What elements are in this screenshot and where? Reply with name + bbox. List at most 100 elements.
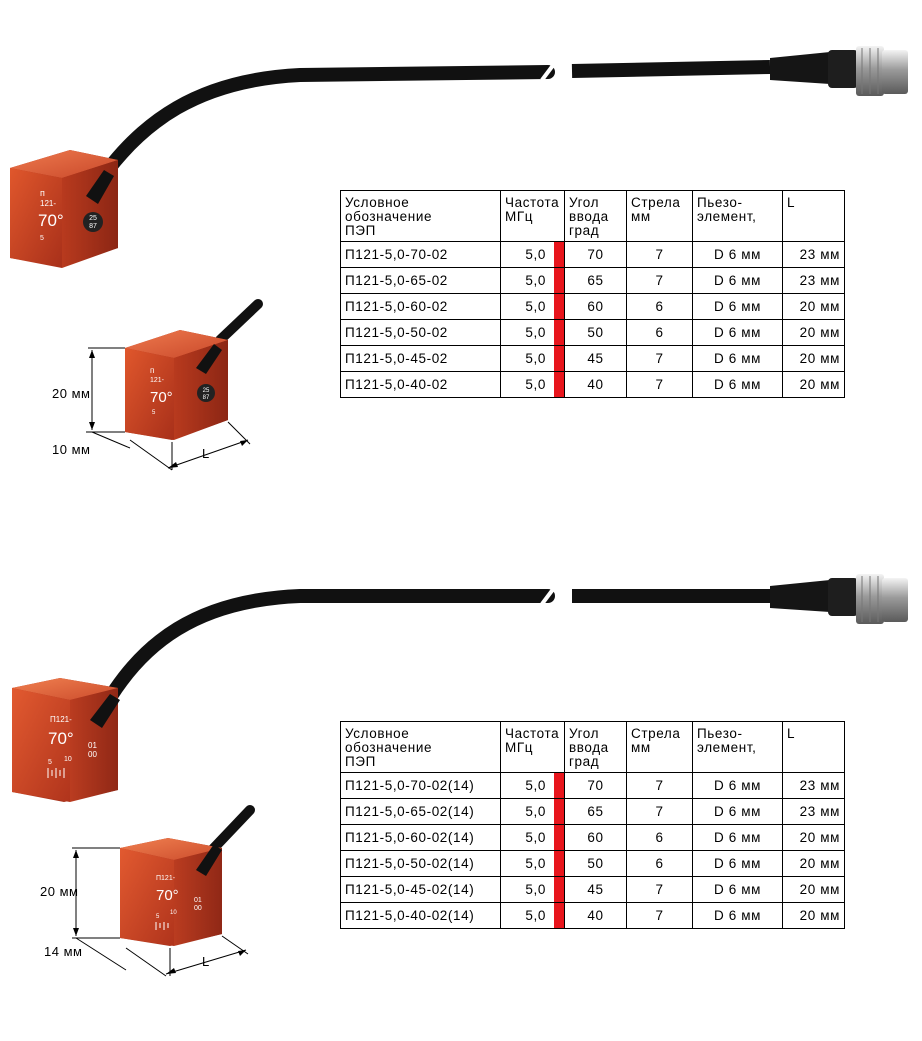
svg-text:25: 25 — [203, 388, 210, 394]
cell-piezo: D 6 мм — [692, 876, 783, 903]
cell-arrow: 6 — [626, 293, 693, 320]
red-marker — [554, 902, 565, 929]
svg-text:П121-: П121- — [156, 875, 176, 882]
cell-l: 23 мм — [782, 798, 845, 825]
cell-arrow: 6 — [626, 824, 693, 851]
svg-text:5: 5 — [156, 914, 160, 920]
cable — [207, 805, 255, 855]
dimension-arrows — [89, 350, 248, 468]
cable-break — [540, 62, 556, 82]
marking-angle: 70° — [48, 729, 74, 748]
marking-model: 121- — [40, 199, 56, 208]
cell-l: 20 мм — [782, 319, 845, 346]
svg-text:87: 87 — [203, 395, 210, 401]
cell-frequency: 5,0 — [500, 345, 554, 372]
probe-block-small: 25 87 п 121- 70° 5 — [125, 330, 228, 440]
cell-l: 20 мм — [782, 902, 845, 929]
cell-designation: П121-5,0-50-02 — [340, 319, 501, 346]
red-marker — [554, 824, 565, 851]
cell-l: 20 мм — [782, 824, 845, 851]
dimension-arrows — [73, 850, 246, 974]
cable — [88, 65, 555, 195]
cell-frequency: 5,0 — [500, 371, 554, 398]
cell-frequency: 5,0 — [500, 824, 554, 851]
red-marker — [554, 345, 565, 372]
probe-block-small: П121- 70° 01 00 5 10 — [120, 838, 222, 946]
cell-angle: 70 — [564, 241, 627, 268]
col-frequency: Частота МГц — [500, 721, 565, 773]
cell-l: 20 мм — [782, 345, 845, 372]
col-piezo: Пьезо- элемент, — [692, 721, 783, 773]
cell-frequency: 5,0 — [500, 319, 554, 346]
dim-height-label: 20 мм — [52, 386, 91, 401]
cell-arrow: 7 — [626, 345, 693, 372]
cell-designation: П121-5,0-50-02(14) — [340, 850, 501, 877]
red-marker — [554, 293, 565, 320]
spec-table-2: Условное обозначение ПЭП Частота МГц Уго… — [340, 721, 845, 929]
bnc-connector-icon — [770, 574, 908, 624]
bnc-connector-icon — [770, 46, 908, 96]
cable-break — [540, 586, 556, 606]
cell-piezo: D 6 мм — [692, 241, 783, 268]
cell-piezo: D 6 мм — [692, 345, 783, 372]
svg-text:10: 10 — [170, 910, 177, 916]
cell-angle: 45 — [564, 345, 627, 372]
cell-piezo: D 6 мм — [692, 850, 783, 877]
probe-illustration-2: П121- 70° 01 00 5 10 П121- 70° 01 00 5 — [12, 574, 908, 977]
cell-l: 23 мм — [782, 772, 845, 799]
cell-designation: П121-5,0-65-02(14) — [340, 798, 501, 825]
cell-piezo: D 6 мм — [692, 902, 783, 929]
cell-piezo: D 6 мм — [692, 772, 783, 799]
cell-l: 20 мм — [782, 876, 845, 903]
red-marker — [554, 319, 565, 346]
cell-frequency: 5,0 — [500, 267, 554, 294]
svg-text:01: 01 — [194, 897, 202, 904]
red-marker — [554, 772, 565, 799]
dim-width-label: 14 мм — [44, 944, 83, 959]
cell-arrow: 7 — [626, 772, 693, 799]
svg-text:5: 5 — [152, 410, 156, 416]
cell-piezo: D 6 мм — [692, 371, 783, 398]
badge-icon — [83, 212, 103, 232]
svg-text:01: 01 — [88, 741, 97, 750]
table-header-row: Условное обозначение ПЭП Частота МГц Уго… — [340, 190, 845, 242]
dim-height-label: 20 мм — [40, 884, 79, 899]
table-header-row: Условное обозначение ПЭП Частота МГц Уго… — [340, 721, 845, 773]
cell-frequency: 5,0 — [500, 876, 554, 903]
cell-piezo: D 6 мм — [692, 798, 783, 825]
col-angle: Угол ввода град — [564, 190, 627, 242]
cell-angle: 50 — [564, 850, 627, 877]
scale-label: 5 — [48, 759, 52, 766]
cell-piezo: D 6 мм — [692, 267, 783, 294]
cell-frequency: 5,0 — [500, 772, 554, 799]
cell-designation: П121-5,0-65-02 — [340, 267, 501, 294]
cell-angle: 50 — [564, 319, 627, 346]
cable — [215, 299, 263, 345]
cell-arrow: 7 — [626, 267, 693, 294]
cell-arrow: 7 — [626, 902, 693, 929]
cell-l: 20 мм — [782, 371, 845, 398]
dim-length-label: L — [202, 954, 210, 969]
cell-frequency: 5,0 — [500, 798, 554, 825]
cell-frequency: 5,0 — [500, 241, 554, 268]
cell-designation: П121-5,0-60-02 — [340, 293, 501, 320]
svg-text:121-: 121- — [150, 377, 165, 384]
marking-small: 5 — [40, 235, 44, 242]
svg-text:70°: 70° — [150, 389, 173, 406]
cell-frequency: 5,0 — [500, 902, 554, 929]
cell-designation: П121-5,0-40-02(14) — [340, 902, 501, 929]
cell-designation: П121-5,0-70-02 — [340, 241, 501, 268]
probe-illustration-1: 25 87 п 121- 70° 5 25 87 п 121- 70° 5 — [10, 46, 908, 471]
cell-l: 23 мм — [782, 267, 845, 294]
cell-arrow: 6 — [626, 850, 693, 877]
cell-piezo: D 6 мм — [692, 824, 783, 851]
cell-angle: 65 — [564, 798, 627, 825]
dimension-lines — [86, 347, 251, 471]
